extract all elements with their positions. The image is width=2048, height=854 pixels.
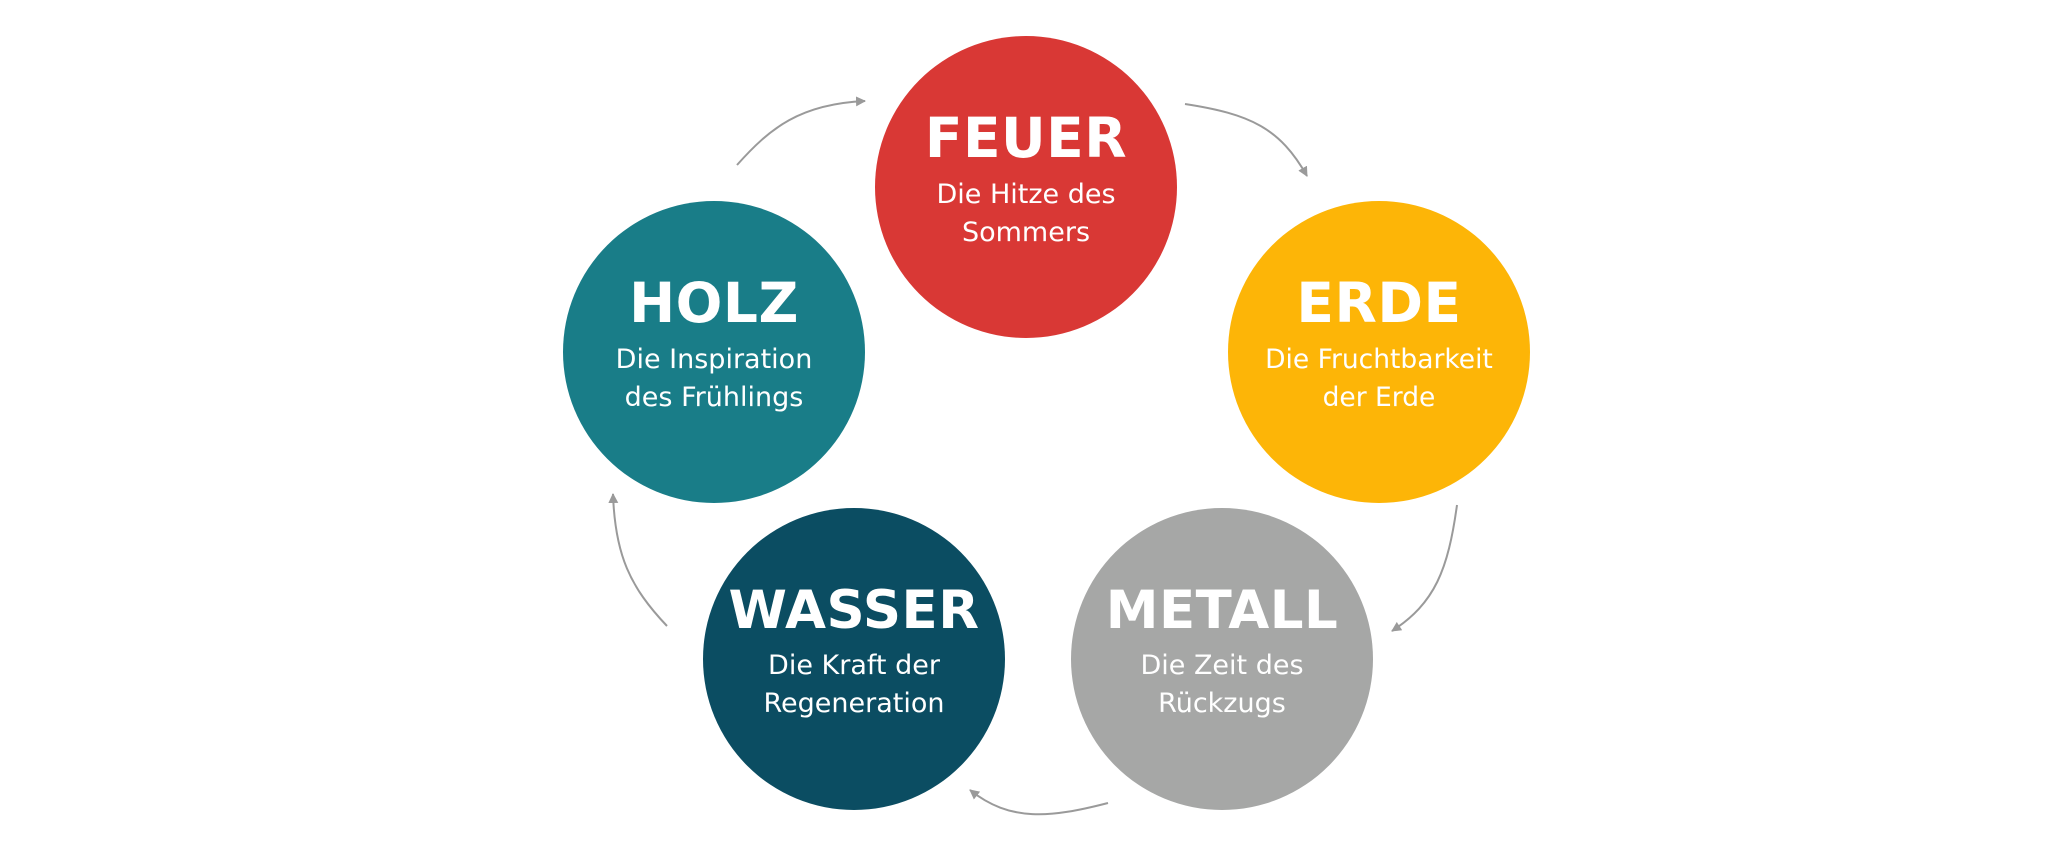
element-wasser-description: Die Kraft der Regeneration bbox=[760, 647, 949, 723]
element-wasser-title: WASSER bbox=[728, 579, 980, 641]
element-feuer-description: Die Hitze des Sommers bbox=[932, 176, 1119, 252]
arrow-erde-to-metall bbox=[1391, 504, 1458, 632]
element-erde-desc-line2: der Erde bbox=[1322, 381, 1436, 413]
element-holz-desc-line1: Die Inspiration bbox=[615, 343, 813, 375]
element-metall-description: Die Zeit des Rückzugs bbox=[1136, 647, 1307, 723]
element-erde-desc-line1: Die Fruchtbarkeit bbox=[1265, 343, 1493, 375]
element-wasser-circle: WASSER Die Kraft der Regeneration bbox=[703, 508, 1005, 810]
element-erde-title: ERDE bbox=[1296, 270, 1462, 335]
element-feuer-desc-line2: Sommers bbox=[961, 216, 1091, 248]
element-holz-desc-line2: des Frühlings bbox=[624, 381, 804, 413]
element-feuer-desc-line1: Die Hitze des bbox=[936, 178, 1116, 210]
arrow-feuer-to-erde bbox=[1184, 103, 1308, 177]
arrow-wasser-to-holz bbox=[608, 493, 668, 627]
element-holz-title: HOLZ bbox=[629, 270, 799, 335]
element-wasser-desc-line2: Regeneration bbox=[763, 687, 945, 719]
element-metall-desc-line2: Rückzugs bbox=[1158, 687, 1286, 719]
element-metall-circle: METALL Die Zeit des Rückzugs bbox=[1071, 508, 1373, 810]
arrow-holz-to-feuer bbox=[736, 96, 866, 166]
element-erde-circle: ERDE Die Fruchtbarkeit der Erde bbox=[1228, 201, 1530, 503]
element-holz-description: Die Inspiration des Frühlings bbox=[612, 341, 817, 417]
element-wasser-desc-line1: Die Kraft der bbox=[768, 649, 940, 681]
element-metall-desc-line1: Die Zeit des bbox=[1140, 649, 1304, 681]
element-feuer-circle: FEUER Die Hitze des Sommers bbox=[875, 36, 1177, 338]
element-erde-description: Die Fruchtbarkeit der Erde bbox=[1265, 341, 1493, 417]
element-holz-circle: HOLZ Die Inspiration des Frühlings bbox=[563, 201, 865, 503]
arrow-metall-to-wasser bbox=[969, 789, 1109, 816]
element-feuer-title: FEUER bbox=[924, 105, 1128, 170]
element-metall-title: METALL bbox=[1105, 579, 1339, 641]
